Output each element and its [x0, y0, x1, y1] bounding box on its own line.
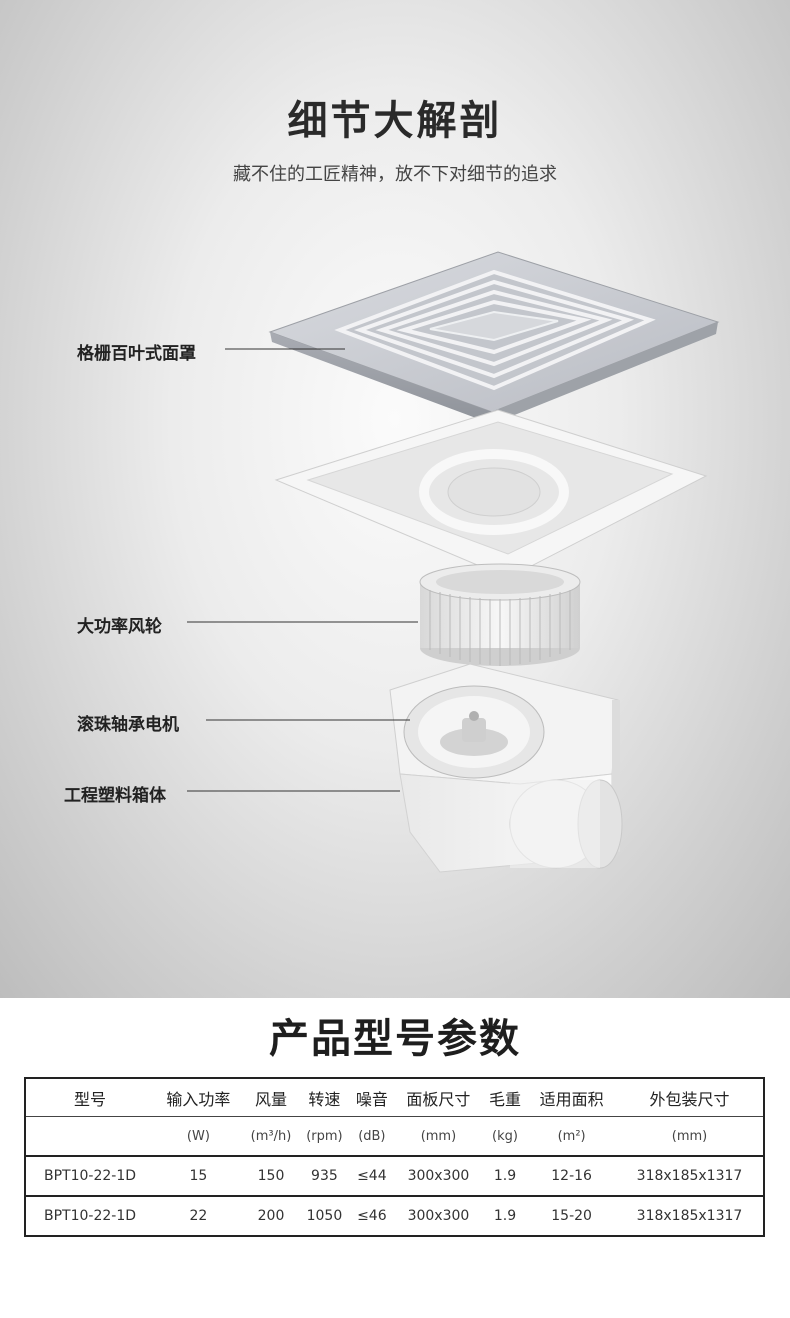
header-cell: 毛重 [489, 1089, 522, 1109]
header-cell: 转速 [308, 1089, 341, 1109]
header-cell: 输入功率 [166, 1089, 231, 1109]
header-cell: 噪音 [355, 1089, 388, 1109]
unit-cell: (m³/h) [250, 1128, 292, 1144]
spec-units-row: (W) (m³/h) (rpm) (dB) (mm) (kg) (m²) (mm… [25, 1117, 764, 1157]
grille-panel [268, 251, 720, 424]
unit-cell [25, 1117, 154, 1157]
header-cell: 型号 [74, 1089, 107, 1109]
table-cell: 1.9 [493, 1208, 517, 1224]
model-cell: BPT10-22-1D [44, 1208, 137, 1224]
section-title: 细节大解剖 [287, 98, 503, 144]
unit-cell: (kg) [492, 1128, 518, 1144]
exploded-view-section: 细节大解剖 藏不住的工匠精神，放不下对细节的追求 [0, 0, 790, 998]
table-row: BPT10-22-1D 22 200 1050 ≤46 300x300 1.9 … [25, 1196, 764, 1236]
table-cell: 318x185x1317 [636, 1208, 743, 1224]
callout-housing: 工程塑料箱体 [64, 786, 166, 806]
callout-grille-cover: 格栅百叶式面罩 [77, 344, 196, 364]
table-cell: 300x300 [407, 1208, 470, 1224]
section-subtitle: 藏不住的工匠精神，放不下对细节的追求 [233, 164, 557, 185]
unit-cell: (mm) [420, 1128, 457, 1144]
table-cell: 300x300 [407, 1168, 470, 1184]
header-cell: 外包装尺寸 [649, 1089, 730, 1109]
table-cell: 12-16 [551, 1168, 592, 1184]
product-exploded-illustration [187, 251, 720, 873]
unit-cell: (m²) [557, 1128, 586, 1144]
spec-table: 型号 输入功率 风量 转速 噪音 面板尺寸 毛重 适用面积 外包装尺寸 (W) … [24, 1077, 765, 1237]
header-cell: 风量 [254, 1089, 287, 1109]
table-cell: 935 [311, 1168, 338, 1184]
table-cell: ≤46 [357, 1208, 387, 1224]
callout-motor: 滚珠轴承电机 [77, 715, 179, 735]
inner-frame [274, 409, 708, 579]
header-cell: 面板尺寸 [406, 1089, 471, 1109]
table-row: BPT10-22-1D 15 150 935 ≤44 300x300 1.9 1… [25, 1156, 764, 1196]
table-cell: 318x185x1317 [636, 1168, 743, 1184]
table-cell: 150 [257, 1168, 285, 1184]
table-cell: 1050 [306, 1208, 343, 1224]
unit-cell: (rpm) [306, 1128, 343, 1144]
table-cell: 200 [257, 1208, 285, 1224]
spec-header-row: 型号 输入功率 风量 转速 噪音 面板尺寸 毛重 适用面积 外包装尺寸 [25, 1078, 764, 1117]
table-cell: 15 [189, 1168, 208, 1184]
model-cell: BPT10-22-1D [44, 1168, 137, 1184]
table-cell: 1.9 [493, 1168, 517, 1184]
table-cell: ≤44 [357, 1168, 387, 1184]
unit-cell: (W) [186, 1128, 210, 1144]
unit-cell: (dB) [358, 1128, 386, 1144]
fan-wheel [419, 563, 581, 666]
table-cell: 22 [189, 1208, 208, 1224]
specs-title: 产品型号参数 [269, 1016, 521, 1062]
callout-fan-wheel: 大功率风轮 [77, 617, 162, 637]
table-cell: 15-20 [551, 1208, 592, 1224]
unit-cell: (mm) [671, 1128, 708, 1144]
header-cell: 适用面积 [539, 1089, 604, 1109]
housing-box [389, 663, 623, 873]
